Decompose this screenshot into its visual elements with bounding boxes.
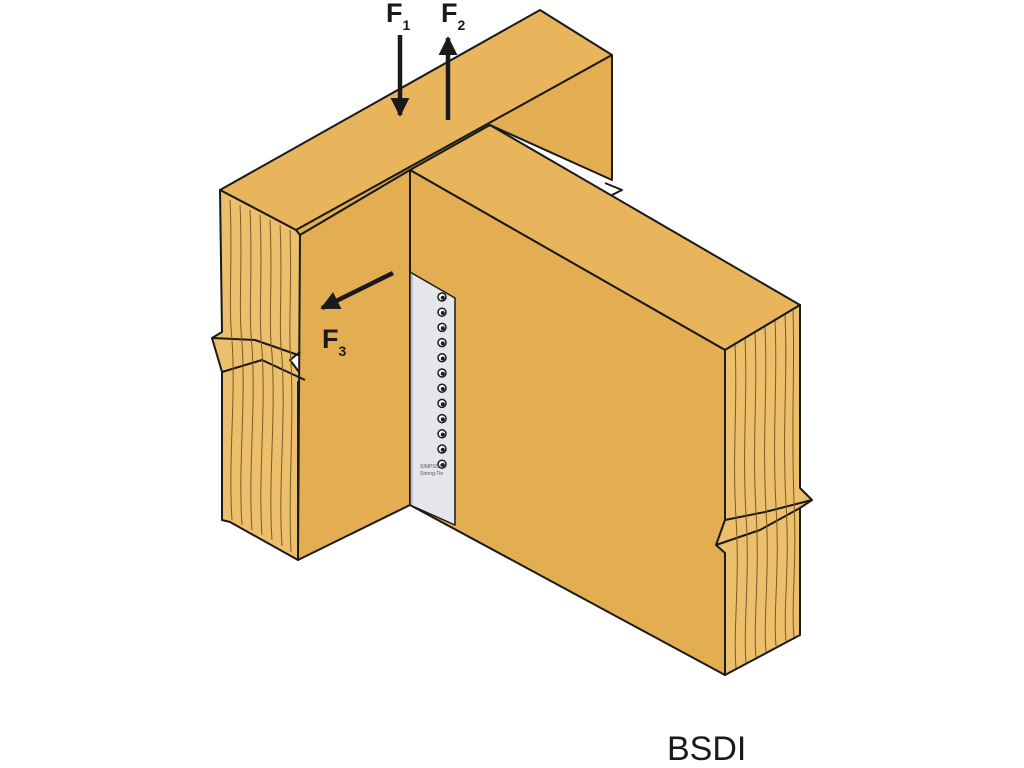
svg-text:F3: F3 (322, 324, 347, 359)
force-f2-subscript: 2 (458, 17, 466, 33)
fastener-row (437, 292, 447, 469)
svg-text:F1: F1 (386, 0, 411, 33)
fastener-hole (440, 387, 445, 391)
force-f1-letter: F (386, 0, 403, 28)
force-f3: F3 (320, 270, 394, 359)
fastener-hole (440, 371, 445, 376)
fastener-hole (440, 447, 445, 452)
force-f1-subscript: 1 (403, 17, 411, 33)
fastener-hole (440, 341, 445, 346)
force-f2: F2 (438, 0, 466, 120)
force-f1: F1 (386, 0, 411, 117)
arrow-icon (320, 270, 394, 311)
force-f3-subscript: 3 (339, 343, 347, 359)
joist-end-face (715, 304, 813, 676)
plate-stamp-line1: SIMPSON (420, 464, 443, 470)
header-front-face (297, 169, 411, 561)
fastener-hole (440, 326, 445, 331)
fastener-hole (440, 356, 445, 361)
joist-grain (734, 309, 796, 669)
fastener-hole (440, 432, 445, 437)
strap-plate: SIMPSON Strong-Tie (409, 271, 456, 526)
header-break-right (604, 182, 623, 196)
fastener-hole (440, 311, 445, 315)
fastener-hole (440, 417, 445, 422)
fastener-hole (440, 402, 445, 407)
force-f3-letter: F (322, 324, 339, 354)
joist-beam (409, 124, 813, 676)
plate-body (409, 271, 456, 526)
header-grain (229, 199, 293, 553)
fastener-hole (440, 463, 445, 467)
force-f2-letter: F (441, 0, 458, 28)
fastener-hole (440, 295, 445, 300)
svg-text:F2: F2 (441, 0, 466, 33)
plate-stamp-line2: Strong-Tie (420, 471, 443, 477)
model-caption: BSDI (667, 730, 746, 768)
